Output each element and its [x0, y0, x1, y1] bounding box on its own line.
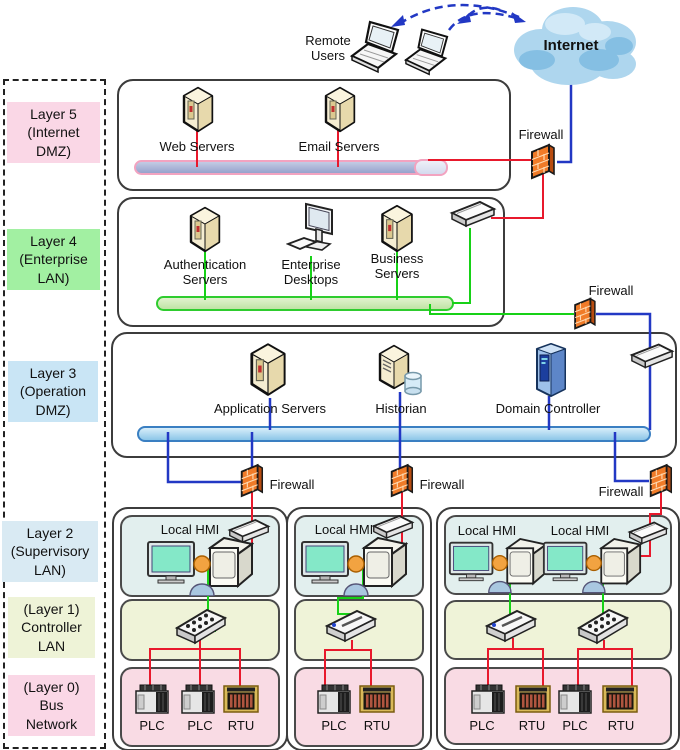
rtu-label: RTU — [363, 718, 391, 733]
group2-bus-box — [294, 667, 424, 747]
switch-icon — [627, 521, 669, 545]
remote-access-arrows — [391, 3, 526, 31]
layer3-network-bus — [137, 426, 651, 442]
switch-icon — [449, 200, 497, 228]
plc-icon — [317, 684, 351, 714]
controller-hub-icon — [576, 608, 630, 645]
historian-icon — [378, 344, 422, 396]
hmi-station-icon — [448, 538, 548, 594]
laptop-icon — [403, 28, 449, 76]
firewall-label: Firewall — [588, 283, 634, 298]
local-hmi-label: Local HMI — [457, 523, 517, 538]
local-hmi-label: Local HMI — [550, 523, 610, 538]
layer4-zone — [117, 197, 505, 327]
enterprise-desktop-icon — [286, 202, 333, 251]
business-servers-label: Business Servers — [370, 251, 424, 282]
controller-hub-icon — [174, 608, 228, 645]
layer2-label: Layer 2 (Supervisory LAN) — [2, 521, 98, 583]
firewall-icon — [531, 143, 555, 180]
authentication-server-icon — [189, 206, 221, 253]
layer-legend-panel — [3, 79, 106, 749]
domain-controller-icon — [535, 343, 567, 397]
enterprise-desktops-label: Enterprise Desktops — [281, 257, 341, 288]
rtu-icon — [602, 685, 638, 713]
plc-label: PLC — [321, 718, 347, 733]
controller-modem-icon — [484, 609, 538, 643]
domain-controller-label: Domain Controller — [495, 401, 601, 416]
firewall-label: Firewall — [269, 477, 315, 492]
email-servers-label: Email Servers — [298, 139, 380, 154]
rtu-label: RTU — [518, 718, 546, 733]
rtu-icon — [515, 685, 551, 713]
controller-modem-icon — [324, 609, 378, 643]
firewall-label: Firewall — [598, 484, 644, 499]
internet-label: Internet — [543, 37, 599, 54]
firewall-label: Firewall — [518, 127, 564, 142]
business-server-icon — [381, 204, 413, 253]
switch-icon — [371, 514, 415, 540]
layer1-label: (Layer 1) Controller LAN — [8, 597, 95, 659]
remote-users-label: Remote Users — [305, 33, 351, 64]
email-server-icon — [324, 86, 356, 133]
plc-icon — [181, 684, 215, 714]
hmi-station-icon — [147, 536, 254, 596]
layer5-zone — [117, 79, 511, 191]
authentication-servers-label: Authentication Servers — [163, 257, 247, 288]
plc-label: PLC — [139, 718, 165, 733]
local-hmi-label: Local HMI — [160, 522, 220, 537]
plc-label: PLC — [562, 718, 588, 733]
firewall-icon — [649, 463, 673, 498]
firewall-icon — [574, 297, 596, 330]
laptop-icon — [349, 20, 400, 74]
historian-label: Historian — [375, 401, 427, 416]
firewall-icon — [240, 463, 264, 498]
rtu-label: RTU — [227, 718, 255, 733]
layer3-label: Layer 3 (Operation DMZ) — [8, 361, 98, 423]
local-hmi-label: Local HMI — [314, 522, 374, 537]
plc-label: PLC — [469, 718, 495, 733]
application-servers-label: Application Servers — [214, 401, 326, 416]
plc-icon — [135, 684, 169, 714]
firewall-icon — [390, 463, 414, 498]
switch-icon — [629, 343, 675, 369]
hmi-station-icon — [542, 538, 642, 594]
layer0-label: (Layer 0) Bus Network — [8, 675, 95, 737]
layer4-label: Layer 4 (Enterprise LAN) — [7, 229, 100, 291]
firewall-label: Firewall — [419, 477, 465, 492]
layer3-zone — [111, 332, 677, 458]
plc-icon — [558, 684, 592, 714]
hmi-station-icon — [301, 536, 408, 596]
rtu-icon — [223, 685, 259, 713]
web-servers-label: Web Servers — [159, 139, 235, 154]
internet-cloud-icon — [514, 7, 636, 85]
web-server-icon — [182, 86, 214, 133]
rtu-icon — [359, 685, 395, 713]
rtu-label: RTU — [607, 718, 635, 733]
application-server-icon — [250, 343, 286, 396]
layer5-label: Layer 5 (Internet DMZ) — [7, 102, 100, 164]
group3-controller-box — [444, 600, 672, 660]
plc-icon — [471, 684, 505, 714]
switch-icon — [227, 518, 271, 544]
plc-label: PLC — [187, 718, 213, 733]
